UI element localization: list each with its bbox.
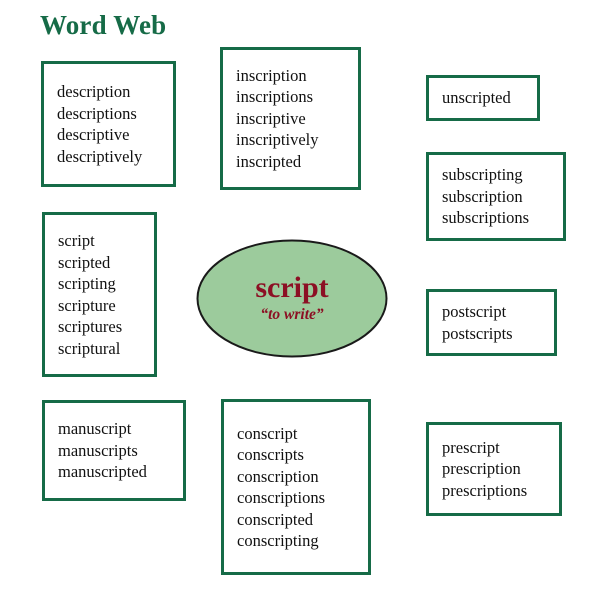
word-item: scripture [58, 295, 116, 315]
word-item: inscripted [236, 151, 302, 171]
word-item: inscriptively [236, 130, 319, 150]
word-box-script: script scripted scripting scripture scri… [42, 212, 157, 377]
word-box-unscripted: unscripted [426, 75, 540, 121]
word-item: conscript [237, 423, 298, 443]
word-item: conscriptions [237, 488, 325, 507]
word-item: prescription [442, 459, 521, 479]
word-item: conscripting [237, 531, 319, 550]
word-item: conscripts [237, 445, 304, 464]
root-word: script [255, 271, 329, 304]
word-item: prescriptions [442, 480, 528, 500]
word-item: conscription [237, 466, 319, 486]
word-item: manuscripted [58, 462, 147, 482]
word-box-subscription: subscripting subscription subscriptions [426, 152, 566, 241]
word-item: subscription [442, 186, 523, 206]
word-item: postscript [442, 302, 507, 321]
word-item: descriptions [57, 103, 137, 123]
word-box-manuscript: manuscript manuscripts manuscripted [42, 400, 186, 501]
word-item: scriptural [58, 338, 121, 358]
word-item: postscripts [442, 323, 513, 343]
word-item: inscriptive [236, 108, 306, 128]
center-label-wrap: script “to write” [196, 239, 388, 358]
ellipse-shape [196, 239, 388, 358]
word-item: subscriptions [442, 208, 530, 228]
word-item: inscription [236, 65, 307, 85]
root-meaning: “to write” [260, 306, 324, 323]
word-item: manuscripts [58, 440, 138, 460]
word-item: scripted [58, 252, 111, 272]
word-item: description [57, 82, 131, 101]
word-item: descriptively [57, 146, 143, 166]
word-item: subscripting [442, 165, 523, 185]
word-item: descriptive [57, 125, 130, 144]
center-root-node: script “to write” [196, 239, 388, 358]
word-item: manuscript [58, 419, 132, 439]
word-item: inscriptions [236, 87, 313, 107]
word-item: scriptures [58, 317, 123, 336]
word-box-conscript: conscript conscripts conscription conscr… [221, 399, 371, 575]
word-item: scripting [58, 274, 116, 293]
word-item: script [58, 231, 95, 250]
word-item: unscripted [442, 88, 511, 108]
word-box-prescript: prescript prescription prescriptions [426, 422, 562, 516]
page-title: Word Web [40, 10, 167, 40]
word-box-postscript: postscript postscripts [426, 289, 557, 356]
word-box-description: description descriptions descriptive des… [41, 61, 176, 187]
word-item: conscripted [237, 509, 314, 529]
word-item: prescript [442, 437, 500, 457]
word-box-inscription: inscription inscriptions inscriptive ins… [220, 47, 361, 190]
